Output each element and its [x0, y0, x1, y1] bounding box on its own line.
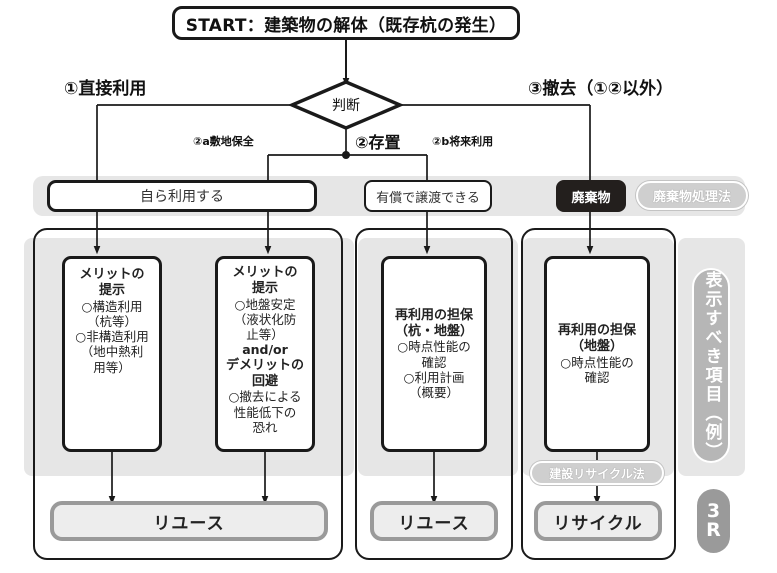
badge-3r-line2: R — [706, 519, 721, 541]
col-line: ○利用計画 — [403, 369, 465, 385]
detail-column-merit-structural: メリットの 提示 ○構造利用 （杭等） ○非構造利用 （地中熱利 用等） — [62, 256, 162, 452]
column-lines: メリットの 提示 ○地盤安定 （液状化防 止等） and/or デメリットの 回… — [218, 265, 312, 435]
col-line: and/or — [242, 342, 288, 358]
side-label-display-items: 表示すべき項目（例） — [692, 268, 730, 463]
col-line: 用等） — [93, 359, 131, 375]
branch-label-middle: ②存置 — [355, 133, 401, 152]
col-line: メリットの — [232, 265, 298, 280]
panel-storage — [355, 228, 513, 560]
panel-removal — [521, 228, 676, 560]
col-line: 回避 — [251, 373, 278, 389]
col-line: （地盤） — [570, 338, 623, 354]
branch-sublabel-b: ②b将来利用 — [432, 135, 494, 148]
col-line: 確認 — [584, 369, 610, 385]
col-line: ○非構造利用 — [75, 329, 149, 345]
badge-3r: 3 R — [697, 489, 730, 553]
column-lines: メリットの 提示 ○構造利用 （杭等） ○非構造利用 （地中熱利 用等） — [65, 267, 159, 375]
result-recycle-right: リサイクル — [534, 501, 662, 541]
decision-label: 判断 — [332, 98, 360, 114]
col-line: ○時点性能の — [560, 354, 634, 370]
detail-column-merit-ground: メリットの 提示 ○地盤安定 （液状化防 止等） and/or デメリットの 回… — [215, 256, 315, 452]
col-line: 性能低下の — [233, 404, 297, 420]
col-line: 止等） — [246, 327, 284, 343]
col-line: （杭・地盤） — [394, 323, 473, 339]
col-line: メリットの — [79, 267, 145, 282]
col-line: 再利用の担保 — [557, 322, 636, 338]
start-label: START：建築物の解体（既存杭の発生） — [185, 15, 507, 36]
detail-column-reuse-ground: 再利用の担保 （地盤） ○時点性能の 確認 — [544, 256, 650, 452]
badge-3r-line1: 3 — [706, 499, 721, 522]
col-line: （液状化防 — [233, 311, 297, 327]
col-line: （地中熱利 — [80, 344, 144, 360]
col-line: ○撤去による — [228, 389, 302, 405]
outcome-waste: 廃棄物 — [556, 180, 626, 212]
panel-direct-use — [33, 228, 343, 560]
col-line: ○構造利用 — [81, 298, 143, 314]
branch-label-left: ①直接利用 — [64, 79, 147, 99]
detail-column-reuse-pile-ground: 再利用の担保 （杭・地盤） ○時点性能の 確認 ○利用計画 （概要） — [381, 256, 487, 452]
col-line: 恐れ — [252, 419, 278, 435]
col-line: 提示 — [98, 282, 125, 298]
col-line: ○時点性能の — [397, 339, 471, 355]
col-line: デメリットの — [225, 357, 304, 373]
start-box: START：建築物の解体（既存杭の発生） — [172, 6, 520, 40]
column-lines: 再利用の担保 （杭・地盤） ○時点性能の 確認 ○利用計画 （概要） — [384, 308, 484, 401]
col-line: （概要） — [408, 385, 459, 401]
outcome-paid-transfer: 有償で譲渡できる — [364, 180, 492, 212]
col-line: 確認 — [421, 354, 447, 370]
col-line: 提示 — [251, 280, 278, 296]
col-line: （杭等） — [86, 313, 137, 329]
branch-label-right: ③撤去（①②以外） — [528, 79, 674, 99]
result-reuse-left: リユース — [50, 501, 328, 541]
outcome-self-use: 自ら利用する — [47, 180, 317, 212]
column-lines: 再利用の担保 （地盤） ○時点性能の 確認 — [547, 323, 647, 385]
law-waste-disposal: 廃棄物処理法 — [636, 181, 748, 210]
result-reuse-middle: リユース — [370, 501, 498, 541]
col-line: 再利用の担保 — [394, 307, 473, 323]
col-line: ○地盤安定 — [234, 296, 296, 312]
branch-sublabel-a: ②a敷地保全 — [193, 135, 254, 148]
law-construction-recycling: 建設リサイクル法 — [530, 461, 664, 485]
